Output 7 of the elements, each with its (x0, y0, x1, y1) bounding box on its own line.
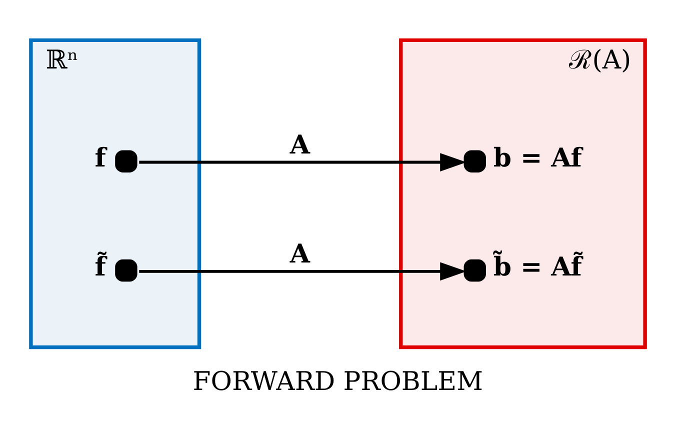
node-label: f̃ (94, 252, 106, 282)
node-label: f (94, 143, 106, 174)
caption: FORWARD PROBLEM (192, 367, 484, 398)
edge-label: A (290, 130, 310, 160)
node-label: b = Af (493, 143, 582, 174)
edge-label: A (290, 240, 310, 270)
node-label: b̃ = Af̃ (493, 252, 582, 282)
